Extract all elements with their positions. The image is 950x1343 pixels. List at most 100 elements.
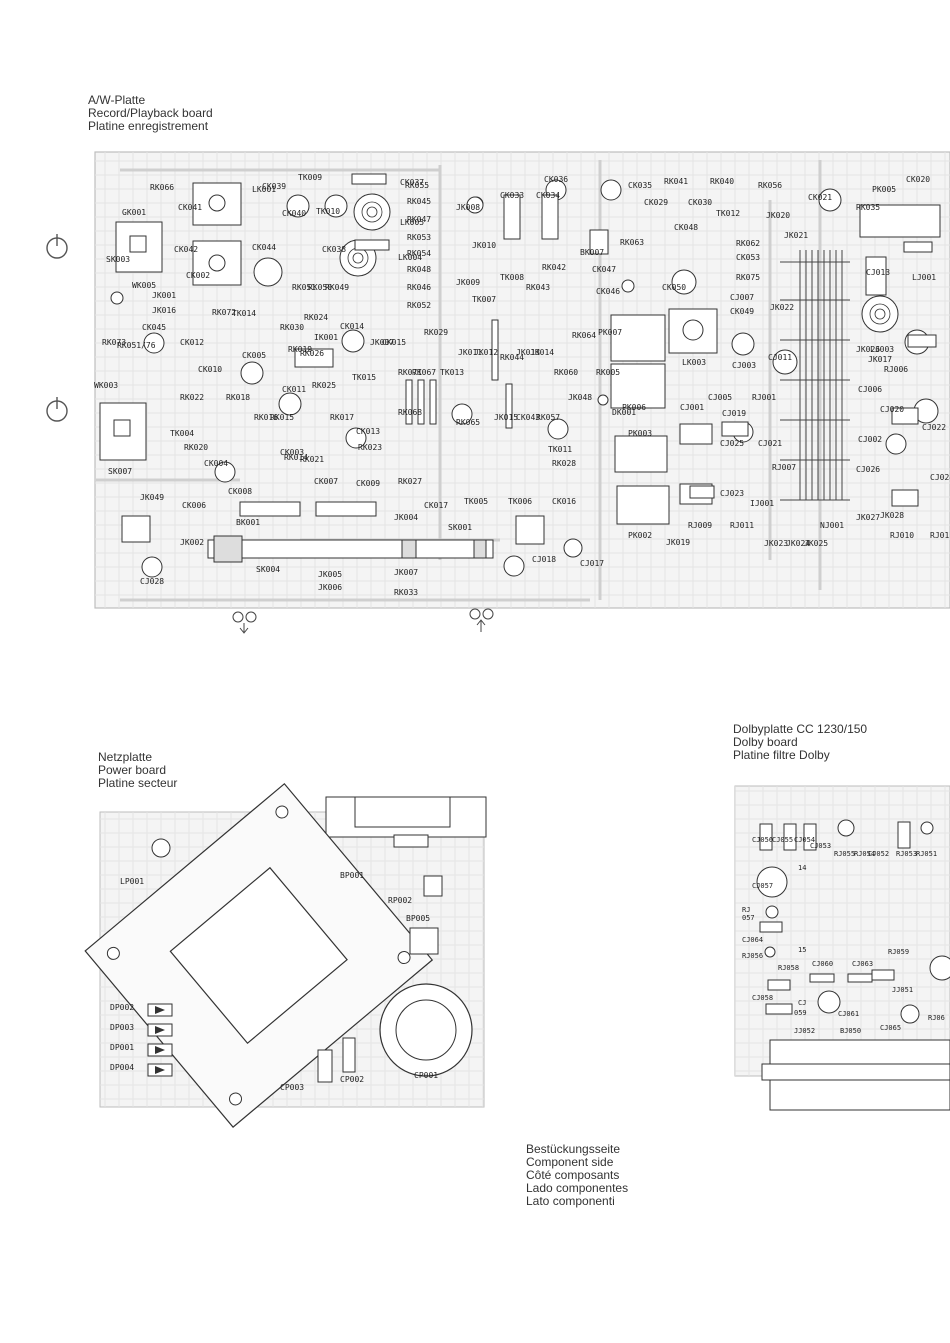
tape-reel-icon bbox=[232, 608, 494, 634]
component-label: CJ063 bbox=[852, 960, 873, 968]
component-label: 057 bbox=[742, 914, 755, 922]
component-label: JK012 bbox=[474, 348, 498, 357]
component-label: CJ026 bbox=[856, 465, 880, 474]
component-label: RJ055 bbox=[834, 850, 855, 858]
component-label: LP001 bbox=[120, 877, 144, 886]
component-label: CJ065 bbox=[880, 1024, 901, 1032]
component-label: CJ020 bbox=[880, 405, 904, 414]
component-label: RK033 bbox=[394, 588, 418, 597]
component-label: RK073 bbox=[102, 338, 126, 347]
component-label: RK051 bbox=[292, 283, 316, 292]
component-label: JK049 bbox=[140, 493, 164, 502]
component-label: CJ006 bbox=[858, 385, 882, 394]
component-label: RJ010 bbox=[890, 531, 914, 540]
component-label: RK014 bbox=[284, 453, 308, 462]
component-label: RK047 bbox=[407, 215, 431, 224]
record-board-caption: A/W-Platte Record/Playback board Platine… bbox=[88, 94, 213, 133]
component-label: RK024 bbox=[304, 313, 328, 322]
component-label: CK004 bbox=[204, 459, 228, 468]
component-label: JK008 bbox=[456, 203, 480, 212]
component-label: JK002 bbox=[180, 538, 204, 547]
component-label: SK004 bbox=[256, 565, 280, 574]
component-label: CJ061 bbox=[838, 1010, 859, 1018]
caption-line: Component side bbox=[526, 1155, 614, 1169]
component-label: CJ058 bbox=[752, 994, 773, 1002]
component-label: TK005 bbox=[464, 497, 488, 506]
component-label: TK008 bbox=[500, 273, 524, 282]
component-label: DK001 bbox=[612, 408, 636, 417]
component-label: CK015 bbox=[382, 338, 406, 347]
component-label: RJ007 bbox=[772, 463, 796, 472]
component-label: CJ054 bbox=[794, 836, 815, 844]
component-label: RJ01 bbox=[930, 531, 949, 540]
component-label: TK010 bbox=[316, 207, 340, 216]
component-label: RK046 bbox=[407, 283, 431, 292]
component-label: CK029 bbox=[644, 198, 668, 207]
component-label: CJ052 bbox=[868, 850, 889, 858]
component-label: RJ059 bbox=[888, 948, 909, 956]
component-label: RK044 bbox=[500, 353, 524, 362]
component-label: GK001 bbox=[122, 208, 146, 217]
component-label: PK002 bbox=[628, 531, 652, 540]
component-label: CJ028 bbox=[140, 577, 164, 586]
component-label: JK028 bbox=[880, 511, 904, 520]
component-label: SK007 bbox=[108, 467, 132, 476]
component-label: RJ051 bbox=[916, 850, 937, 858]
component-label: CP002 bbox=[340, 1075, 364, 1084]
component-label: PK003 bbox=[628, 429, 652, 438]
component-label: CJ057 bbox=[752, 882, 773, 890]
component-label: TK012 bbox=[716, 209, 740, 218]
component-label: LK001 bbox=[252, 185, 276, 194]
component-label: CJ022 bbox=[922, 423, 946, 432]
component-label: SK003 bbox=[106, 255, 130, 264]
caption-line: Platine filtre Dolby bbox=[733, 748, 830, 762]
component-label: CP001 bbox=[414, 1071, 438, 1080]
component-label: RK005 bbox=[596, 368, 620, 377]
component-label: RK023 bbox=[358, 443, 382, 452]
component-label: CK043 bbox=[516, 413, 540, 422]
caption-line: Netzplatte bbox=[98, 750, 153, 764]
component-label: CJ002 bbox=[858, 435, 882, 444]
component-label: CK007 bbox=[314, 477, 338, 486]
component-label: CK050 bbox=[662, 283, 686, 292]
component-label: LJ001 bbox=[912, 273, 936, 282]
dolby-board bbox=[734, 785, 950, 1111]
component-label: RK021 bbox=[300, 455, 324, 464]
component-label: CK040 bbox=[282, 209, 306, 218]
component-label: RK071 bbox=[398, 368, 422, 377]
component-label: DP001 bbox=[110, 1043, 134, 1052]
component-label: TK011 bbox=[548, 445, 572, 454]
component-label: RK045 bbox=[407, 197, 431, 206]
component-label: CK012 bbox=[180, 338, 204, 347]
caption-line: A/W-Platte bbox=[88, 93, 146, 107]
component-label: RK062 bbox=[736, 239, 760, 248]
component-label: DP003 bbox=[110, 1023, 134, 1032]
caption-line: Côté composants bbox=[526, 1168, 620, 1182]
component-label: RK072 bbox=[212, 308, 236, 317]
component-label: RK028 bbox=[552, 459, 576, 468]
component-label: CJ024 bbox=[930, 473, 950, 482]
component-label: RJ011 bbox=[730, 521, 754, 530]
component-label: BJ050 bbox=[840, 1027, 861, 1035]
caption-line: Platine secteur bbox=[98, 776, 178, 790]
component-label: RK052 bbox=[407, 301, 431, 310]
component-label: 15 bbox=[798, 946, 806, 954]
component-label: CK041 bbox=[178, 203, 202, 212]
component-label: CJ001 bbox=[680, 403, 704, 412]
component-label: RJ06 bbox=[928, 1014, 945, 1022]
component-label: RK015 bbox=[270, 413, 294, 422]
component-label: LK004 bbox=[398, 253, 422, 262]
component-label: JK020 bbox=[766, 211, 790, 220]
dolby-board-caption: Dolbyplatte CC 1230/150 Dolby board Plat… bbox=[733, 723, 867, 762]
component-label: JK001 bbox=[152, 291, 176, 300]
component-label: CK048 bbox=[674, 223, 698, 232]
component-label: CK010 bbox=[198, 365, 222, 374]
component-label: CJ018 bbox=[532, 555, 556, 564]
component-label: CJ025 bbox=[720, 439, 744, 448]
component-label: RK075 bbox=[736, 273, 760, 282]
component-label: RK017 bbox=[330, 413, 354, 422]
component-label: CP003 bbox=[280, 1083, 304, 1092]
component-label: JK011 bbox=[458, 348, 482, 357]
caption-line: Dolby board bbox=[733, 735, 798, 749]
component-label: 059 bbox=[794, 1009, 807, 1017]
